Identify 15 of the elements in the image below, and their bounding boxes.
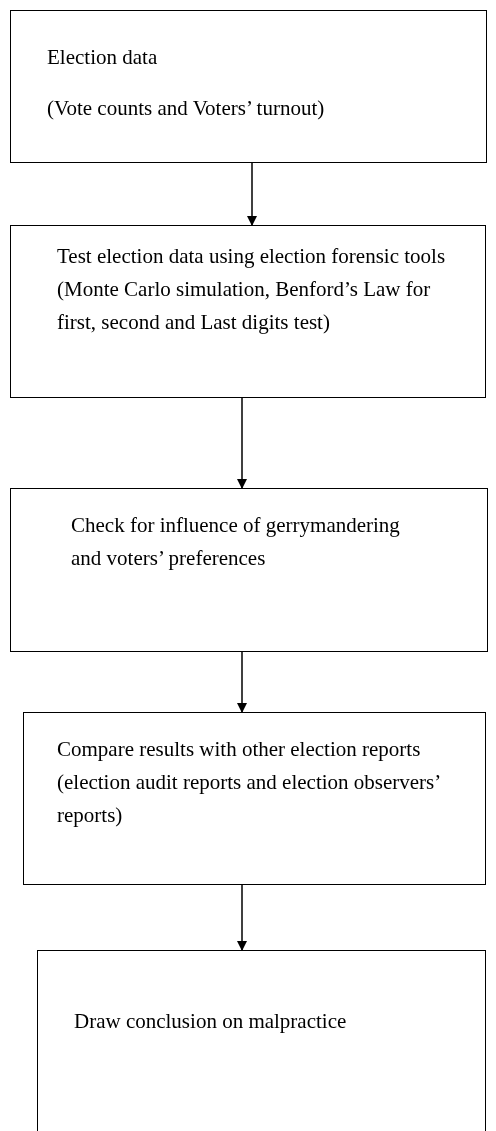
arrow <box>247 162 257 226</box>
process-box <box>23 712 486 885</box>
step-text: Check for influence of gerrymandering and voters’ preferences <box>71 512 401 572</box>
process-box <box>10 225 486 398</box>
arrow <box>237 884 247 951</box>
process-box <box>37 950 486 1131</box>
step-text: Test election data using election forensic tools (Monte Carlo simulation, Benford’s Law for first, second and Last digits test) <box>57 243 447 336</box>
step-text: Draw conclusion on malpractice <box>74 1008 348 1035</box>
process-box <box>10 10 487 163</box>
step-text: Election data <box>47 44 159 71</box>
process-box <box>10 488 488 652</box>
step-text: (Vote counts and Voters’ turnout) <box>47 95 326 122</box>
step-text: Compare results with other election reports (election audit reports and election observers’ reports) <box>57 736 441 829</box>
arrow <box>237 651 247 713</box>
arrow <box>237 397 247 489</box>
